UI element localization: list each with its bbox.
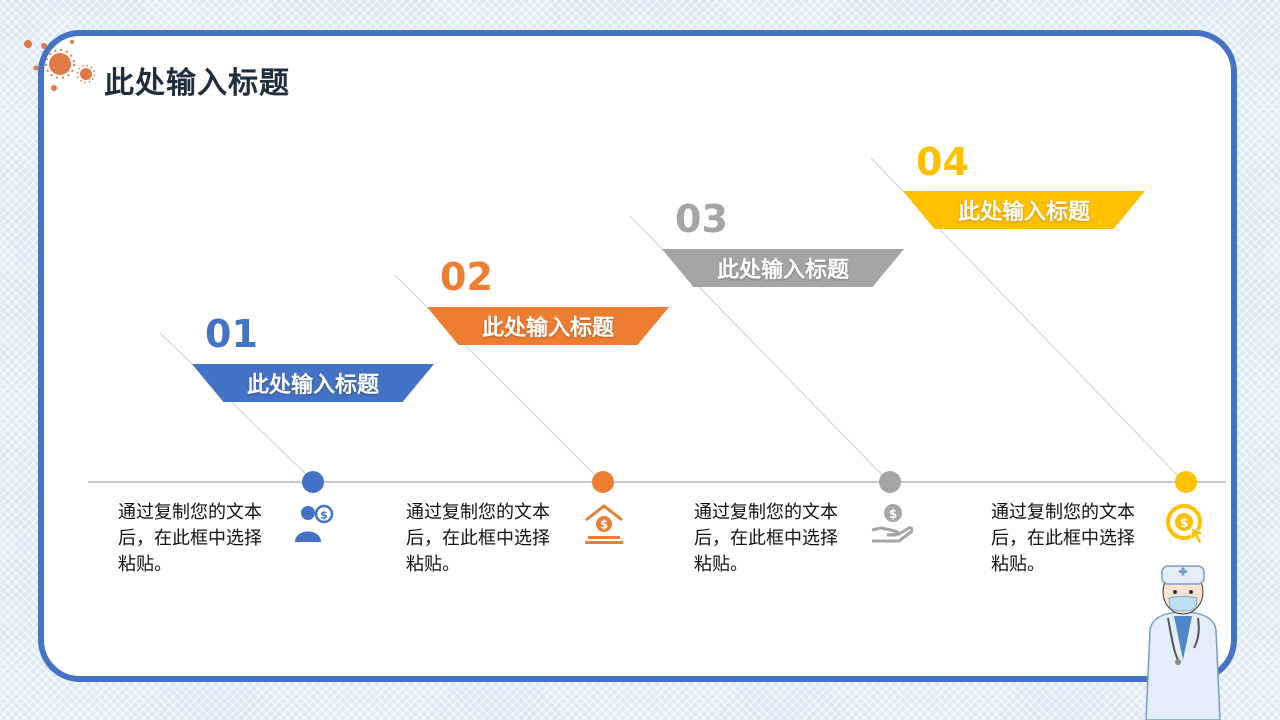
step-4-number: 04 (916, 140, 969, 184)
step-4-dot (1175, 471, 1197, 493)
hand-coin-icon: $ (871, 504, 913, 543)
person-dollar-icon: $ (295, 504, 334, 542)
page-title: 此处输入标题 (104, 66, 290, 101)
step-3-text: 通过复制您的文本后，在此框中选择粘贴。 (694, 502, 838, 575)
step-1-text: 通过复制您的文本后，在此框中选择粘贴。 (118, 502, 262, 575)
svg-text:$: $ (320, 509, 328, 522)
step-2-number: 02 (440, 255, 493, 299)
step-2-banner: 此处输入标题 (427, 307, 669, 345)
step-3-banner: 此处输入标题 (662, 249, 904, 287)
coin-click-icon: $ (1166, 504, 1206, 545)
bank-dollar-icon: $ (585, 504, 623, 544)
step-3-dot (879, 471, 901, 493)
step-1-number: 01 (205, 312, 258, 356)
svg-text:$: $ (1180, 516, 1188, 530)
svg-text:$: $ (600, 518, 608, 532)
virus-icon (24, 40, 96, 91)
step-2-dot (592, 471, 614, 493)
timeline-line (88, 481, 1226, 483)
svg-text:$: $ (889, 507, 897, 521)
step-1-dot (302, 471, 324, 493)
slide-frame (38, 30, 1237, 682)
step-4-text: 通过复制您的文本后，在此框中选择粘贴。 (991, 502, 1135, 575)
step-2-text: 通过复制您的文本后，在此框中选择粘贴。 (406, 502, 550, 575)
step-1-banner: 此处输入标题 (192, 364, 434, 402)
doctor-illustration (1145, 565, 1221, 720)
step-3-number: 03 (675, 197, 728, 241)
step-4-banner: 此处输入标题 (903, 191, 1145, 229)
